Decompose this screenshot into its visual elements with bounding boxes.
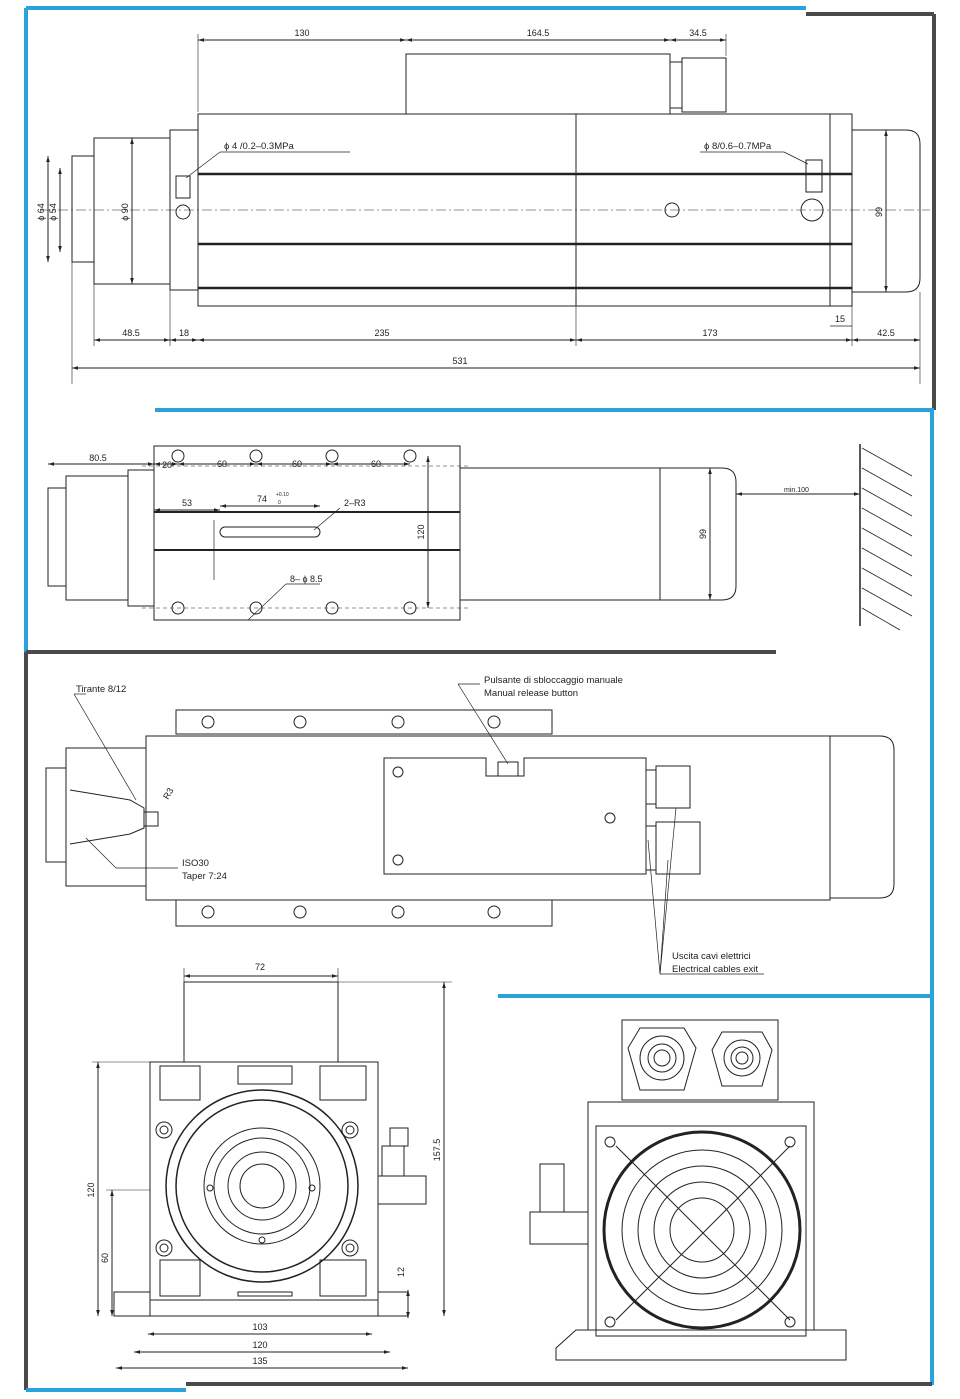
taper-label: Taper 7:24	[182, 871, 227, 882]
tol-upper: +0.10	[276, 492, 289, 498]
dim-34-5: 34.5	[689, 28, 707, 38]
dim-74: 74	[257, 494, 267, 504]
dim-53: 53	[182, 498, 192, 508]
height-60: 60	[100, 1253, 110, 1263]
foot-12: 12	[396, 1267, 406, 1277]
view4-labels: 72 157.5 120 60 12 103 120 135	[86, 962, 442, 1366]
air-inlet-right-label: ϕ 8/0.6–0.7MPa	[704, 141, 772, 152]
dim-60-b: 60	[292, 459, 302, 469]
dim-80-5: 80.5	[89, 453, 107, 463]
dim-173: 173	[702, 328, 717, 338]
height-120: 120	[416, 524, 426, 539]
dim-18: 18	[179, 328, 189, 338]
dim-60-a: 60	[217, 459, 227, 469]
frame-lines	[24, 6, 936, 1392]
air-inlet-left-label: ϕ 4 /0.2–0.3MPa	[224, 141, 294, 152]
dim-60-c: 60	[371, 459, 381, 469]
height-99-v2: 99	[698, 529, 708, 539]
view3-top-view	[45, 683, 895, 975]
iso30-label: ISO30	[182, 858, 209, 869]
view1-labels: 130 164.5 34.5 48.5 18 235 173 15 42.5 5…	[36, 28, 895, 366]
drawbar-label: Tirante 8/12	[76, 684, 126, 695]
view1-side-view	[40, 34, 930, 384]
dia-54: ϕ 54	[48, 203, 58, 221]
dim-130: 130	[294, 28, 309, 38]
width-135: 135	[252, 1356, 267, 1366]
view2-mounting-view	[47, 444, 913, 631]
dia-64: ϕ 64	[36, 203, 46, 221]
height-99: 99	[874, 207, 884, 217]
height-120-v4: 120	[86, 1182, 96, 1197]
view3-labels: Tirante 8/12 R3 ISO30 Taper 7:24 Pulsant…	[76, 675, 758, 975]
view2-labels: 80.5 20 60 60 60 53 74 +0.10 0 2–R3 120 …	[89, 453, 809, 584]
r3-label: R3	[161, 786, 175, 801]
view5-rear-view	[529, 1019, 847, 1361]
slot-label: 2–R3	[344, 498, 366, 508]
dim-15: 15	[835, 314, 845, 324]
holes-label: 8– ϕ 8.5	[290, 574, 323, 584]
release-button-label-en: Manual release button	[484, 688, 578, 699]
dim-531: 531	[452, 356, 467, 366]
cables-exit-label-en: Electrical cables exit	[672, 964, 758, 975]
width-103: 103	[252, 1322, 267, 1332]
dim-235: 235	[374, 328, 389, 338]
view4-front-view	[92, 968, 452, 1370]
dim-20: 20	[162, 460, 172, 470]
dim-164-5: 164.5	[527, 28, 550, 38]
dim-42-5: 42.5	[877, 328, 895, 338]
dim-48-5: 48.5	[122, 328, 140, 338]
dia-90: ϕ 90	[120, 203, 130, 221]
width-72: 72	[255, 962, 265, 972]
width-120: 120	[252, 1340, 267, 1350]
clearance-label: min.100	[784, 487, 809, 494]
cables-exit-label-it: Uscita cavi elettrici	[672, 951, 751, 962]
tol-lower: 0	[278, 500, 281, 506]
release-button-label-it: Pulsante di sbloccaggio manuale	[484, 675, 623, 686]
height-157-5: 157.5	[432, 1139, 442, 1162]
